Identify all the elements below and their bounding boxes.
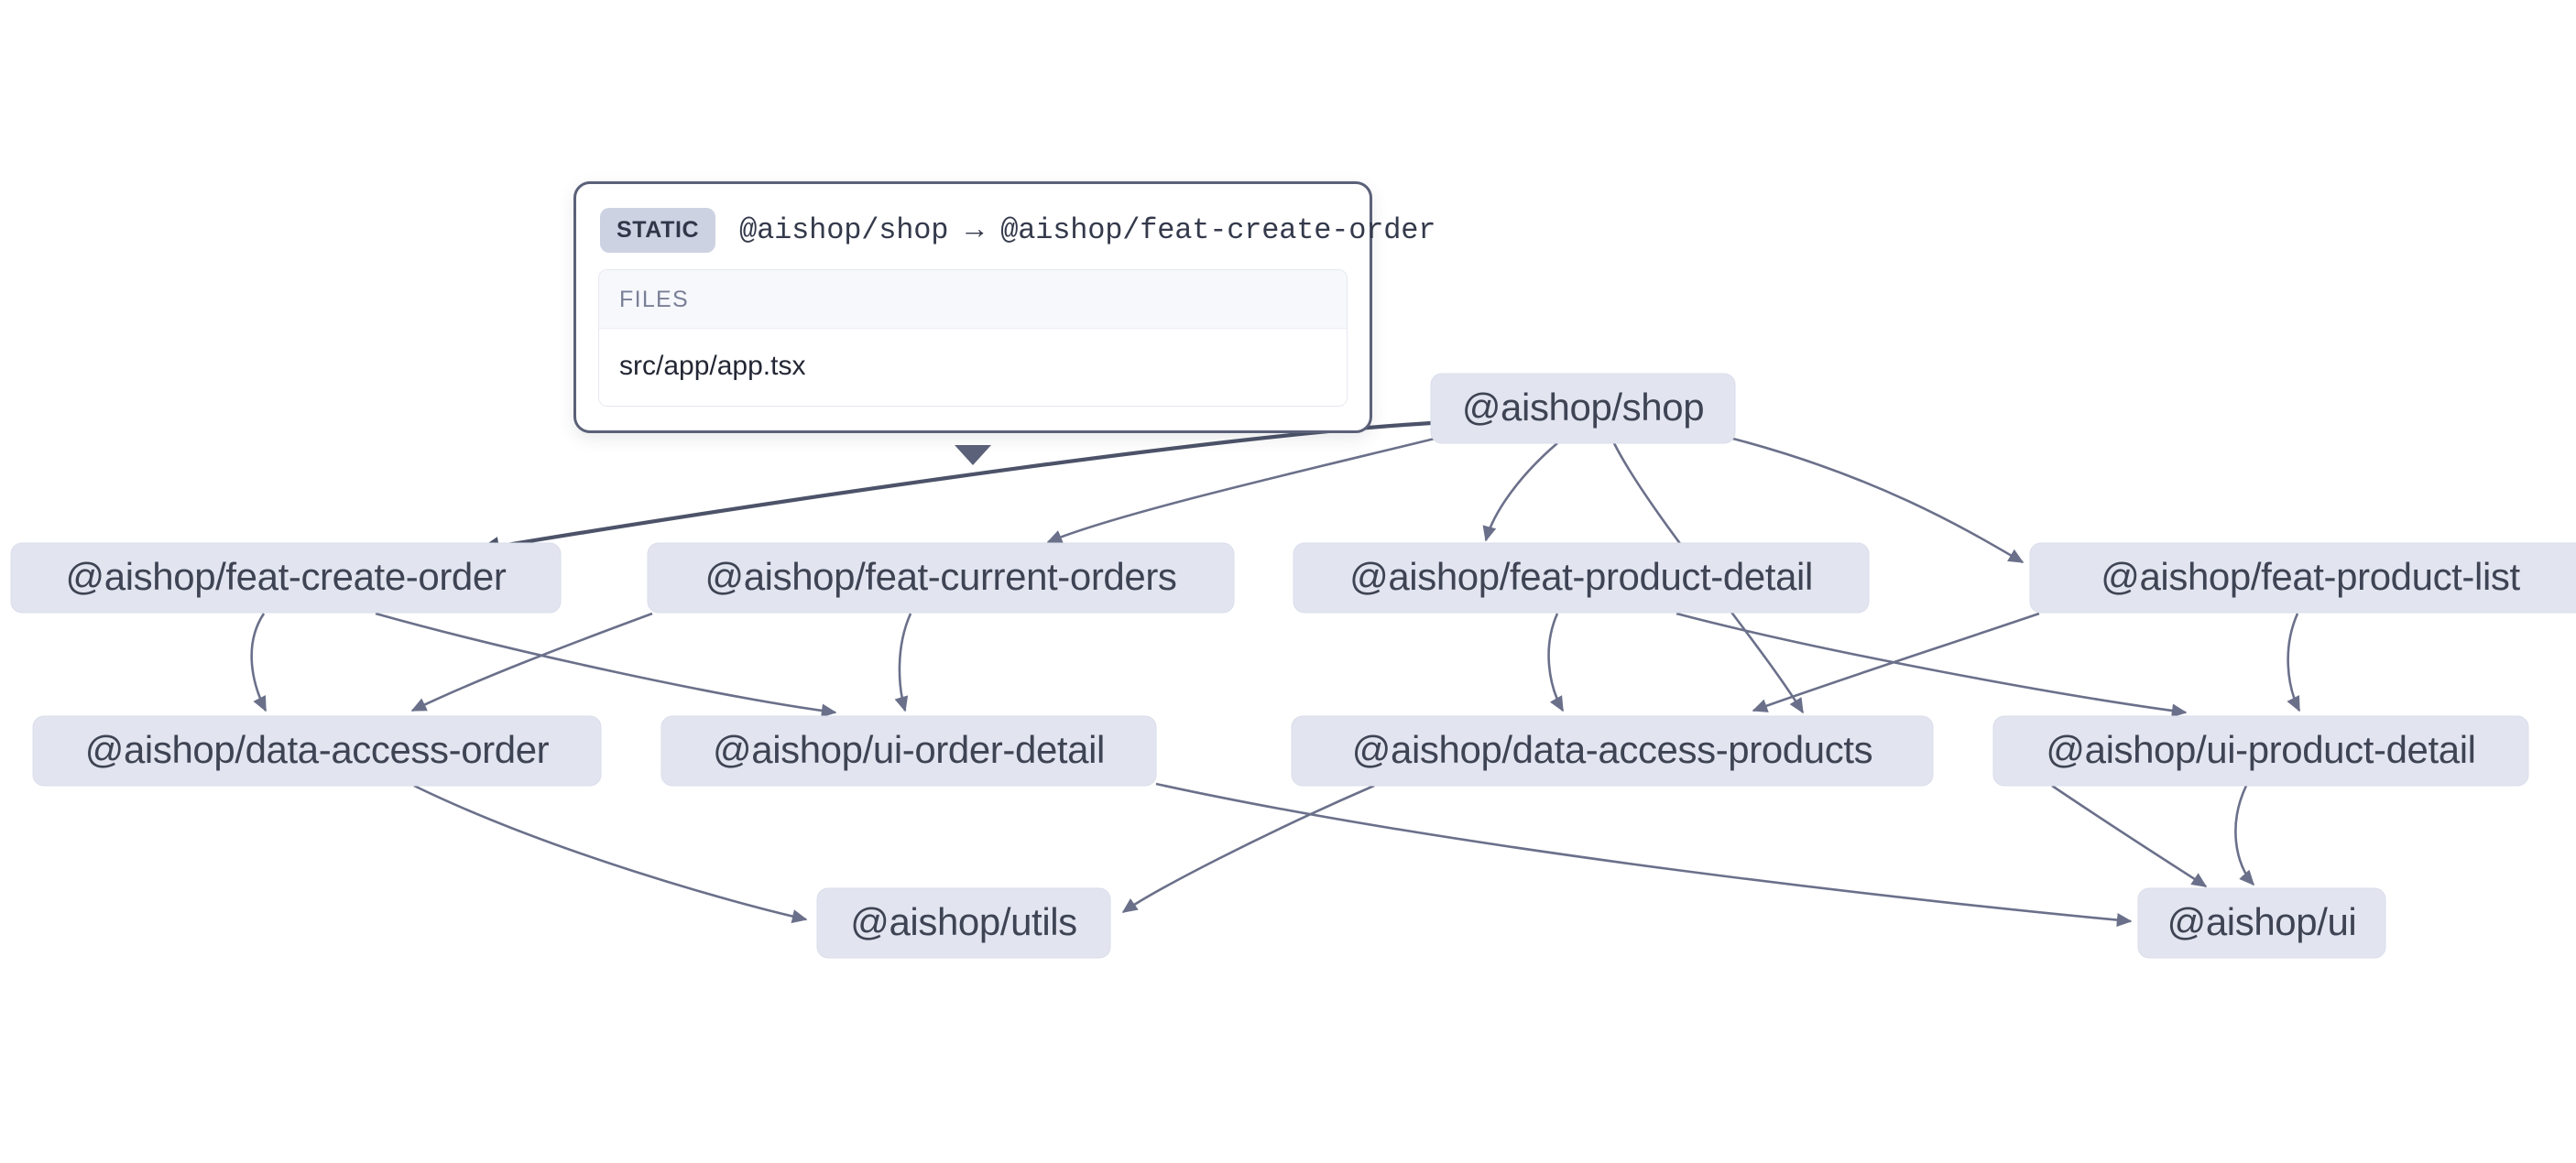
- graph-node-shop[interactable]: @aishop/shop: [1430, 373, 1736, 444]
- node-label: @aishop/shop: [1462, 386, 1704, 429]
- edge-data-access-order-to-utils[interactable]: [413, 784, 808, 924]
- file-list-item[interactable]: src/app/app.tsx: [599, 329, 1347, 406]
- node-label: @aishop/ui-order-detail: [713, 728, 1105, 771]
- edge-shop-to-feat-current-orders[interactable]: [1046, 436, 1439, 544]
- node-label: @aishop/feat-product-detail: [1349, 555, 1813, 598]
- node-label: @aishop/feat-product-list: [2101, 555, 2520, 598]
- files-panel: FILES src/app/app.tsx: [598, 269, 1348, 407]
- node-label: @aishop/data-access-order: [85, 728, 550, 771]
- node-box: [10, 542, 562, 614]
- edge-shop-to-feat-create-order[interactable]: [477, 420, 1432, 556]
- node-box: [660, 715, 1157, 787]
- edge-feat-current-orders-to-data-access-order[interactable]: [410, 612, 653, 712]
- dependency-tooltip-card[interactable]: STATIC @aishop/shop → @aishop/feat-creat…: [573, 181, 1436, 433]
- edge-shop-to-feat-product-detail[interactable]: [1482, 442, 1558, 542]
- graph-node-feat-create-order[interactable]: @aishop/feat-create-order: [10, 542, 562, 614]
- edge-feat-product-list-to-data-access-products[interactable]: [1752, 612, 2040, 712]
- graph-node-ui-order-detail[interactable]: @aishop/ui-order-detail: [660, 715, 1157, 787]
- node-box: [1430, 373, 1736, 444]
- tooltip-header: STATIC @aishop/shop → @aishop/feat-creat…: [598, 204, 1436, 269]
- edge-feat-product-detail-to-ui-product-detail[interactable]: [1675, 612, 2188, 718]
- node-label: @aishop/utils: [850, 900, 1077, 943]
- node-box: [647, 542, 1235, 614]
- node-layer[interactable]: @aishop/shop @aishop/feat-create-order @ai…: [10, 373, 2576, 959]
- edge-ui-product-detail-to-ui[interactable]: [2051, 784, 2208, 888]
- edge-ui-product-detail-to-ui[interactable]: [2234, 785, 2255, 886]
- node-box: [816, 887, 1111, 959]
- graph-node-ui-product-detail[interactable]: @aishop/ui-product-detail: [1992, 715, 2529, 787]
- graph-node-data-access-order[interactable]: @aishop/data-access-order: [32, 715, 602, 787]
- edge-feat-current-orders-to-ui-order-detail[interactable]: [894, 613, 912, 712]
- graph-node-feat-product-detail[interactable]: @aishop/feat-product-detail: [1293, 542, 1870, 614]
- edge-feat-product-detail-to-data-access-products[interactable]: [1547, 613, 1565, 712]
- node-box: [32, 715, 602, 787]
- static-badge: STATIC: [600, 208, 716, 253]
- tooltip-title: @aishop/shop → @aishop/feat-create-order: [739, 213, 1436, 247]
- graph-node-utils[interactable]: @aishop/utils: [816, 887, 1111, 959]
- node-label: @aishop/feat-current-orders: [704, 555, 1176, 598]
- node-label: @aishop/ui-product-detail: [2046, 728, 2475, 771]
- edge-feat-create-order-to-data-access-order[interactable]: [250, 613, 267, 712]
- node-label: @aishop/feat-create-order: [66, 555, 507, 598]
- node-label: @aishop/data-access-products: [1352, 728, 1872, 771]
- node-label: @aishop/ui: [2167, 900, 2357, 943]
- edge-feat-create-order-to-ui-order-detail[interactable]: [375, 612, 837, 718]
- node-box: [2137, 887, 2386, 959]
- node-box: [1291, 715, 1934, 787]
- edge-feat-product-list-to-ui-product-detail[interactable]: [2287, 613, 2301, 712]
- node-box: [1293, 542, 1870, 614]
- node-box: [2029, 542, 2576, 614]
- graph-node-ui[interactable]: @aishop/ui: [2137, 887, 2386, 959]
- edge-layer: [250, 420, 2301, 928]
- files-panel-header: FILES: [599, 270, 1347, 329]
- node-box: [1992, 715, 2529, 787]
- edge-ui-order-detail-to-ui[interactable]: [1155, 782, 2133, 928]
- tooltip-pointer-arrow: [955, 445, 991, 465]
- graph-node-data-access-products[interactable]: @aishop/data-access-products: [1291, 715, 1934, 787]
- edge-data-access-products-to-utils[interactable]: [1121, 784, 1375, 914]
- graph-node-feat-product-list[interactable]: @aishop/feat-product-list: [2029, 542, 2576, 614]
- graph-node-feat-current-orders[interactable]: @aishop/feat-current-orders: [647, 542, 1235, 614]
- edge-shop-to-feat-product-list[interactable]: [1729, 436, 2025, 564]
